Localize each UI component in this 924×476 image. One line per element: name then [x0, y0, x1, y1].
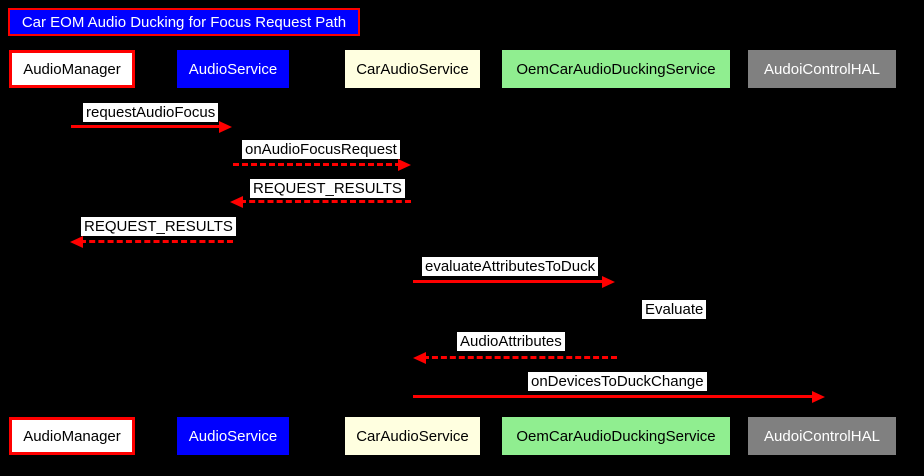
message-label-evaluate-self: Evaluate: [642, 300, 707, 319]
actor-audiomanager-top: AudioManager: [9, 50, 135, 88]
arrow-line: [80, 240, 233, 243]
diagram-title: Car EOM Audio Ducking for Focus Request …: [8, 8, 360, 36]
message-label-onaudiofocusrequest: onAudioFocusRequest: [242, 140, 400, 159]
arrowhead-right-icon: [398, 159, 411, 171]
arrow-line: [413, 280, 605, 283]
actor-audiomanager-bottom: AudioManager: [9, 417, 135, 455]
lifeline-audiomanager: [72, 88, 73, 417]
actor-audoicontrolhal-bottom: AudoiControlHAL: [748, 417, 896, 455]
message-label-request-results-2: REQUEST_RESULTS: [81, 217, 236, 236]
arrowhead-right-icon: [219, 121, 232, 133]
arrowhead-left-icon: [70, 236, 83, 248]
message-label-request-results-1: REQUEST_RESULTS: [250, 179, 405, 198]
arrow-line: [240, 200, 411, 203]
message-label-requestaudiofocus: requestAudioFocus: [83, 103, 219, 122]
arrowhead-right-icon: [602, 276, 615, 288]
arrow-line: [71, 125, 222, 128]
message-label-ondevicestoduckchange: onDevicesToDuckChange: [528, 372, 707, 391]
lifeline-oemcaraudioduckingservice: [616, 88, 617, 417]
actor-audioservice-top: AudioService: [177, 50, 289, 88]
message-arrow-requestaudiofocus: [71, 121, 232, 133]
lifeline-audioservice: [233, 88, 234, 417]
message-arrow-evaluateattributestoduck: [413, 276, 615, 288]
arrowhead-right-icon: [812, 391, 825, 403]
message-label-audioattributes: AudioAttributes: [457, 332, 565, 351]
message-label-evaluateattributestoduck: evaluateAttributesToDuck: [422, 257, 599, 276]
message-arrow-ondevicestoduckchange: [413, 391, 825, 403]
message-arrow-request-results-2: [70, 236, 233, 248]
actor-oemcaraudioduckingservice-top: OemCarAudioDuckingService: [502, 50, 730, 88]
actor-caraudioservice-bottom: CarAudioService: [345, 417, 480, 455]
message-arrow-onaudiofocusrequest: [233, 159, 411, 171]
message-arrow-request-results-1: [230, 196, 411, 208]
actor-audioservice-bottom: AudioService: [177, 417, 289, 455]
arrow-line: [413, 395, 815, 398]
actor-oemcaraudioduckingservice-bottom: OemCarAudioDuckingService: [502, 417, 730, 455]
lifeline-audoicontrolhal: [822, 88, 823, 417]
arrow-line: [423, 356, 617, 359]
arrowhead-left-icon: [413, 352, 426, 364]
arrowhead-left-icon: [230, 196, 243, 208]
actor-audoicontrolhal-top: AudoiControlHAL: [748, 50, 896, 88]
lifeline-caraudioservice: [412, 88, 413, 417]
arrow-line: [233, 163, 401, 166]
message-arrow-audioattributes: [413, 352, 617, 364]
actor-caraudioservice-top: CarAudioService: [345, 50, 480, 88]
